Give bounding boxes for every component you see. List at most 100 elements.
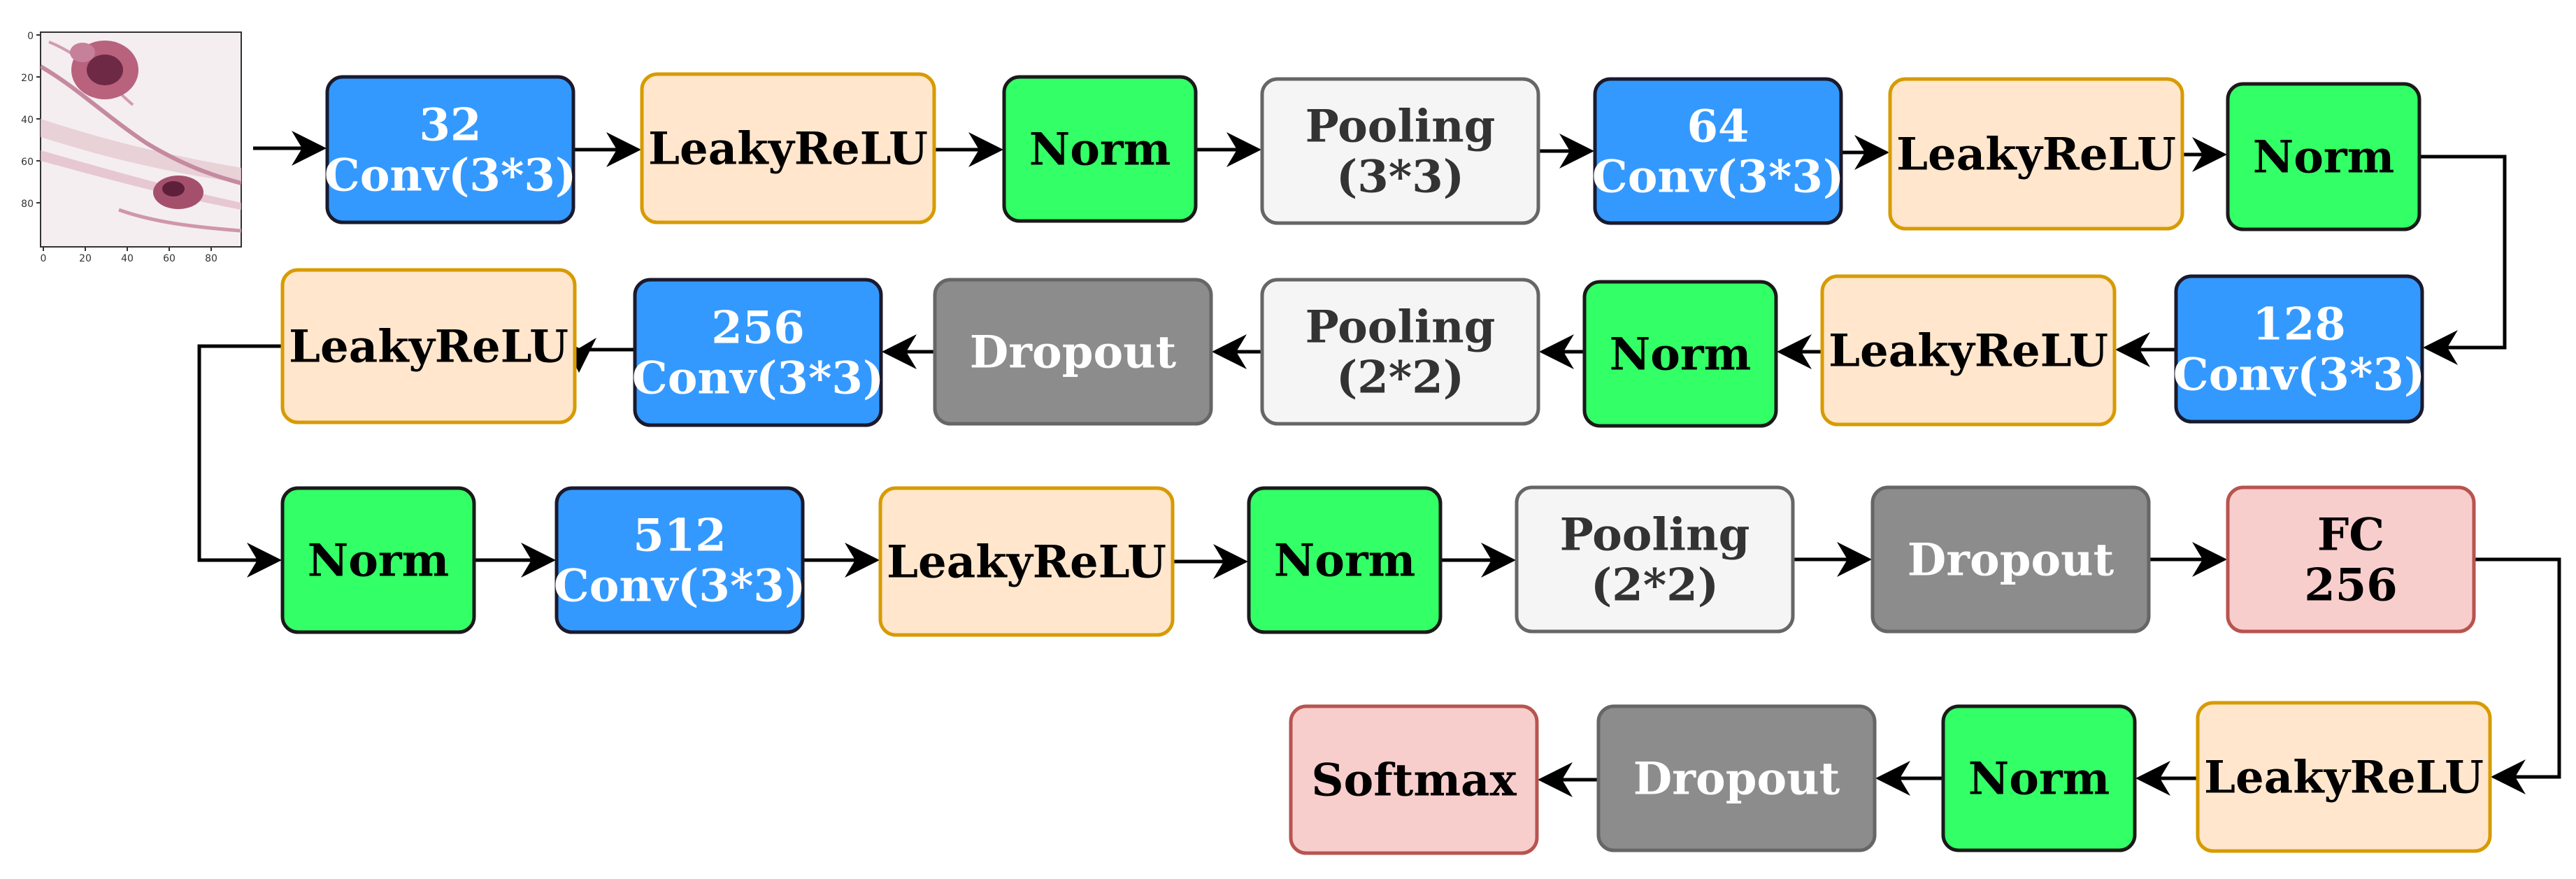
- block-conv512-shape: [554, 486, 805, 634]
- image-y-tick-label: 40: [21, 115, 34, 126]
- block-act4-label: LeakyReLU: [289, 320, 568, 373]
- block-norm6: Norm: [1941, 704, 2137, 852]
- block-drop2: Dropout: [1870, 485, 2151, 634]
- block-norm3: Norm: [1582, 280, 1778, 428]
- block-pool3: Pooling(2*2): [1515, 485, 1795, 634]
- block-norm4: Norm: [280, 486, 476, 634]
- block-norm5-label: Norm: [1274, 534, 1416, 587]
- arrow-act4-to-norm4: [197, 344, 282, 578]
- block-act2-label: LeakyReLU: [1896, 128, 2176, 180]
- image-y-tick-label: 20: [21, 73, 34, 84]
- block-pool2-label: (2*2): [1336, 351, 1464, 403]
- block-act5-shape: [878, 486, 1175, 637]
- block-pool2-shape: [1260, 278, 1540, 426]
- block-conv32-label: 32: [419, 99, 481, 151]
- image-x-tick-label: 60: [163, 253, 176, 264]
- block-act6-label: LeakyReLU: [2204, 751, 2484, 803]
- block-act2: LeakyReLU: [1888, 77, 2184, 231]
- block-act6-shape: [2196, 701, 2492, 853]
- block-act5-label: LeakyReLU: [887, 536, 1166, 588]
- block-conv512-label: 512: [633, 509, 727, 562]
- block-drop1-shape: [933, 278, 1213, 426]
- block-pool2: Pooling(2*2): [1260, 278, 1540, 426]
- image-x-tick-label: 20: [79, 253, 92, 264]
- block-norm6-label: Norm: [1968, 752, 2110, 805]
- image-y-tick-label: 0: [27, 31, 34, 42]
- block-act6: LeakyReLU: [2196, 701, 2492, 853]
- block-norm1-label: Norm: [1029, 123, 1171, 176]
- arrow-norm2-to-conv128: [2419, 155, 2507, 365]
- block-act5: LeakyReLU: [878, 486, 1175, 637]
- block-drop3-label: Dropout: [1633, 752, 1840, 805]
- block-conv256-label: Conv(3*3): [632, 352, 884, 404]
- block-act3-label: LeakyReLU: [1829, 324, 2108, 377]
- block-act1-shape: [640, 72, 936, 224]
- block-pool1-label: Pooling: [1305, 100, 1496, 152]
- block-norm2-shape: [2226, 82, 2421, 231]
- block-norm4-label: Norm: [308, 534, 450, 587]
- block-softmax: Softmax: [1289, 704, 1539, 855]
- block-act3: LeakyReLU: [1820, 274, 2117, 427]
- block-fc256-shape: [2226, 485, 2476, 634]
- block-norm2: Norm: [2226, 82, 2421, 231]
- block-norm6-shape: [1941, 704, 2137, 852]
- block-conv32-label: Conv(3*3): [324, 149, 576, 201]
- block-act2-shape: [1888, 77, 2184, 231]
- block-fc256-label: 256: [2304, 559, 2398, 611]
- block-drop3-shape: [1596, 704, 1877, 852]
- block-drop2-shape: [1870, 485, 2151, 634]
- image-x-tick-label: 40: [121, 253, 134, 264]
- block-act3-shape: [1820, 274, 2117, 427]
- block-pool3-shape: [1515, 485, 1795, 634]
- block-pool1-label: (3*3): [1336, 150, 1464, 203]
- block-conv64-label: Conv(3*3): [1592, 150, 1844, 203]
- block-act1-label: LeakyReLU: [648, 122, 928, 175]
- input-histology-image: 0 20 40 60 80 0 20 40 60 80: [21, 31, 242, 264]
- block-pool3-label: (2*2): [1591, 559, 1719, 611]
- block-pool1-shape: [1260, 77, 1540, 225]
- block-drop1-label: Dropout: [970, 326, 1177, 378]
- arrow-conv256-to-act4: [561, 338, 635, 373]
- block-drop1: Dropout: [933, 278, 1213, 426]
- block-pool2-label: Pooling: [1305, 301, 1496, 353]
- image-x-tick-label: 80: [205, 253, 217, 264]
- block-softmax-label: Softmax: [1311, 754, 1517, 806]
- block-fc256-label: FC: [2317, 508, 2384, 561]
- block-drop2-label: Dropout: [1908, 534, 2115, 586]
- block-norm4-shape: [280, 486, 476, 634]
- block-conv64-label: 64: [1687, 100, 1749, 152]
- block-norm3-label: Norm: [1610, 328, 1752, 380]
- block-norm2-label: Norm: [2253, 131, 2395, 183]
- block-conv128-label: Conv(3*3): [2173, 348, 2425, 401]
- block-conv512-label: Conv(3*3): [554, 559, 806, 612]
- image-y-tick-label: 60: [21, 157, 34, 168]
- block-act4: LeakyReLU: [280, 268, 577, 424]
- block-act4-shape: [280, 268, 577, 424]
- flow-arrows: [197, 131, 2561, 797]
- block-norm5: Norm: [1247, 486, 1443, 634]
- block-pool1: Pooling(3*3): [1260, 77, 1540, 225]
- block-pool3-label: Pooling: [1560, 508, 1750, 561]
- block-conv32-shape: [325, 75, 575, 224]
- block-conv256-label: 256: [711, 301, 805, 354]
- block-norm1-shape: [1002, 75, 1198, 223]
- arrow-fc256-to-act6: [2474, 557, 2561, 794]
- block-conv64-shape: [1593, 77, 1843, 225]
- block-softmax-shape: [1289, 704, 1539, 855]
- block-drop3: Dropout: [1596, 704, 1877, 852]
- block-norm3-shape: [1582, 280, 1778, 428]
- block-conv128-shape: [2174, 274, 2424, 424]
- block-norm5-shape: [1247, 486, 1443, 634]
- block-conv128-label: 128: [2252, 298, 2346, 350]
- image-x-tick-label: 0: [41, 253, 47, 264]
- image-y-tick-label: 80: [21, 199, 34, 210]
- block-act1: LeakyReLU: [640, 72, 936, 224]
- block-norm1: Norm: [1002, 75, 1198, 223]
